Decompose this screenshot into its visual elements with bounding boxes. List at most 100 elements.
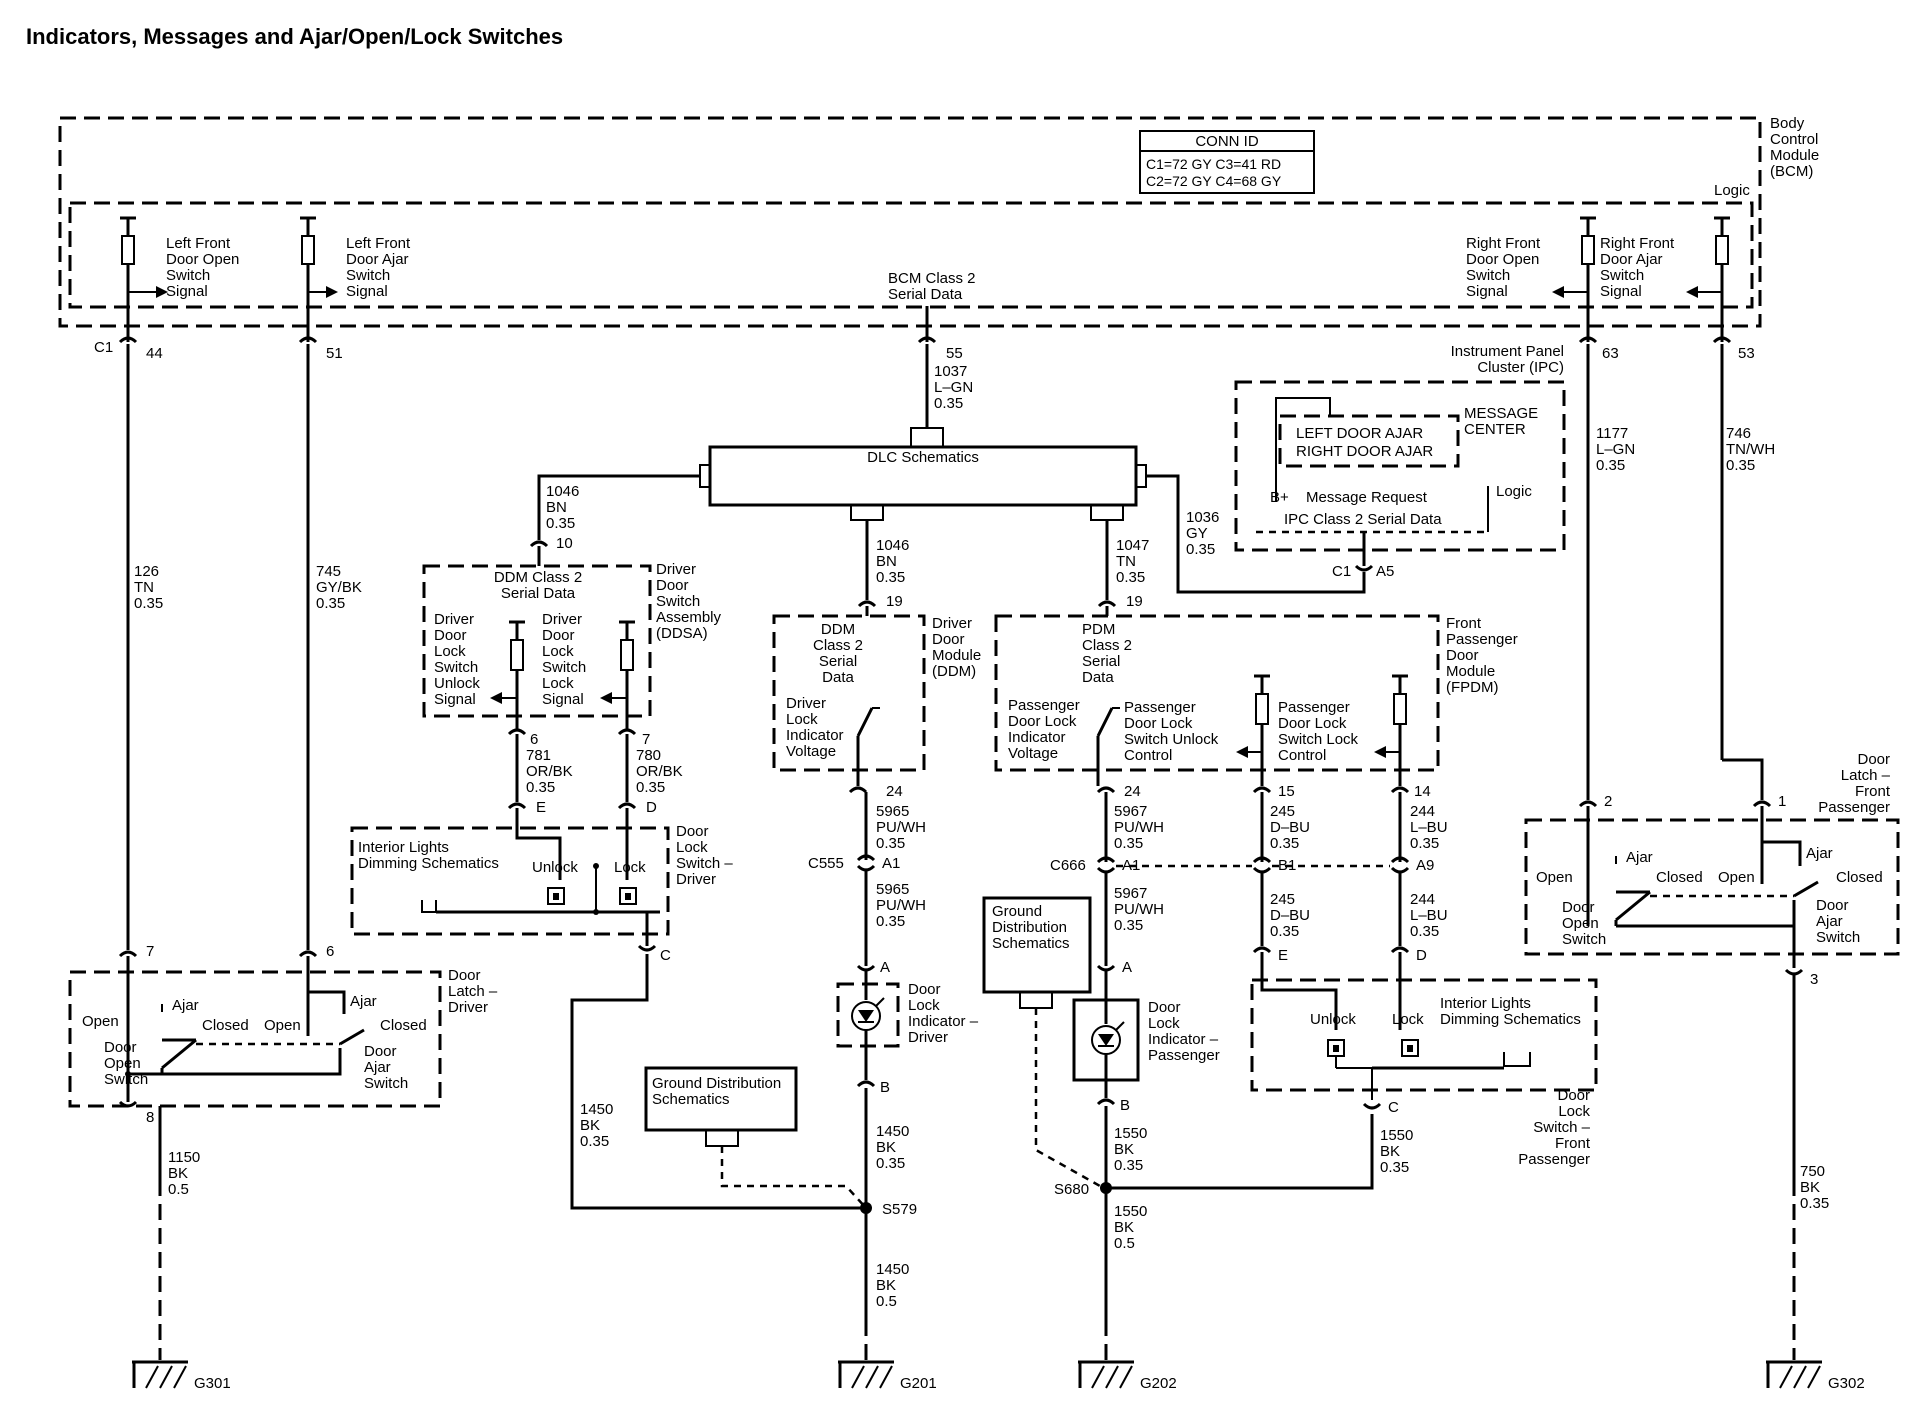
svg-text:51: 51 (326, 345, 343, 362)
svg-text:24: 24 (1124, 783, 1141, 800)
svg-text:D: D (646, 799, 657, 816)
svg-text:Ajar: Ajar (1806, 845, 1833, 862)
svg-text:Lock: Lock (614, 859, 646, 876)
svg-text:C1: C1 (94, 339, 113, 356)
svg-text:19: 19 (886, 593, 903, 610)
svg-text:Ajar: Ajar (1626, 849, 1653, 866)
svg-text:LEFT DOOR AJAR: LEFT DOOR AJAR (1296, 425, 1423, 442)
svg-text:B: B (880, 1079, 890, 1096)
svg-text:G202: G202 (1140, 1375, 1177, 1392)
ground-g201: G201 (838, 1360, 937, 1392)
svg-text:Closed: Closed (202, 1017, 249, 1034)
door-lock-indicator-driver (836, 970, 900, 1080)
bcm-outline (58, 116, 1762, 328)
bcm-logic-label: Logic (1714, 182, 1750, 199)
ground-g302: G302 (1766, 1360, 1865, 1392)
svg-text:A: A (880, 959, 890, 976)
svg-text:S579: S579 (882, 1201, 917, 1218)
svg-text:B+: B+ (1270, 489, 1289, 506)
svg-text:A1: A1 (882, 855, 900, 872)
ground-g202: G202 (1078, 1360, 1177, 1392)
svg-text:Ajar: Ajar (172, 997, 199, 1014)
svg-text:15: 15 (1278, 783, 1295, 800)
svg-text:10: 10 (556, 535, 573, 552)
svg-text:6: 6 (326, 943, 334, 960)
svg-text:A1: A1 (1122, 857, 1140, 874)
svg-text:8: 8 (146, 1109, 154, 1126)
ground-g301: G301 (132, 1360, 231, 1392)
svg-text:C2=72 GY C4=68 GY: C2=72 GY C4=68 GY (1146, 173, 1282, 189)
svg-text:Open: Open (82, 1013, 119, 1030)
svg-text:Open: Open (1536, 869, 1573, 886)
svg-text:C666: C666 (1050, 857, 1086, 874)
svg-text:3: 3 (1810, 971, 1818, 988)
svg-text:Open: Open (1718, 869, 1755, 886)
svg-text:C: C (1388, 1099, 1399, 1116)
svg-text:2: 2 (1604, 793, 1612, 810)
svg-text:63: 63 (1602, 345, 1619, 362)
svg-text:DLC Schematics: DLC Schematics (867, 449, 979, 466)
svg-text:Lock: Lock (1392, 1011, 1424, 1028)
svg-text:7: 7 (642, 731, 650, 748)
svg-text:Unlock: Unlock (1310, 1011, 1356, 1028)
dlc-schematics-box: DLC Schematics (699, 427, 1147, 521)
svg-text:7: 7 (146, 943, 154, 960)
svg-text:A: A (1122, 959, 1132, 976)
svg-text:B: B (1120, 1097, 1130, 1114)
svg-text:A9: A9 (1416, 857, 1434, 874)
svg-text:C1: C1 (1332, 563, 1351, 580)
svg-text:S680: S680 (1054, 1181, 1089, 1198)
svg-text:G301: G301 (194, 1375, 231, 1392)
bcm-connector-pins: C1 44 51 55 63 53 (94, 306, 1755, 362)
svg-text:Unlock: Unlock (532, 859, 578, 876)
svg-text:C: C (660, 947, 671, 964)
